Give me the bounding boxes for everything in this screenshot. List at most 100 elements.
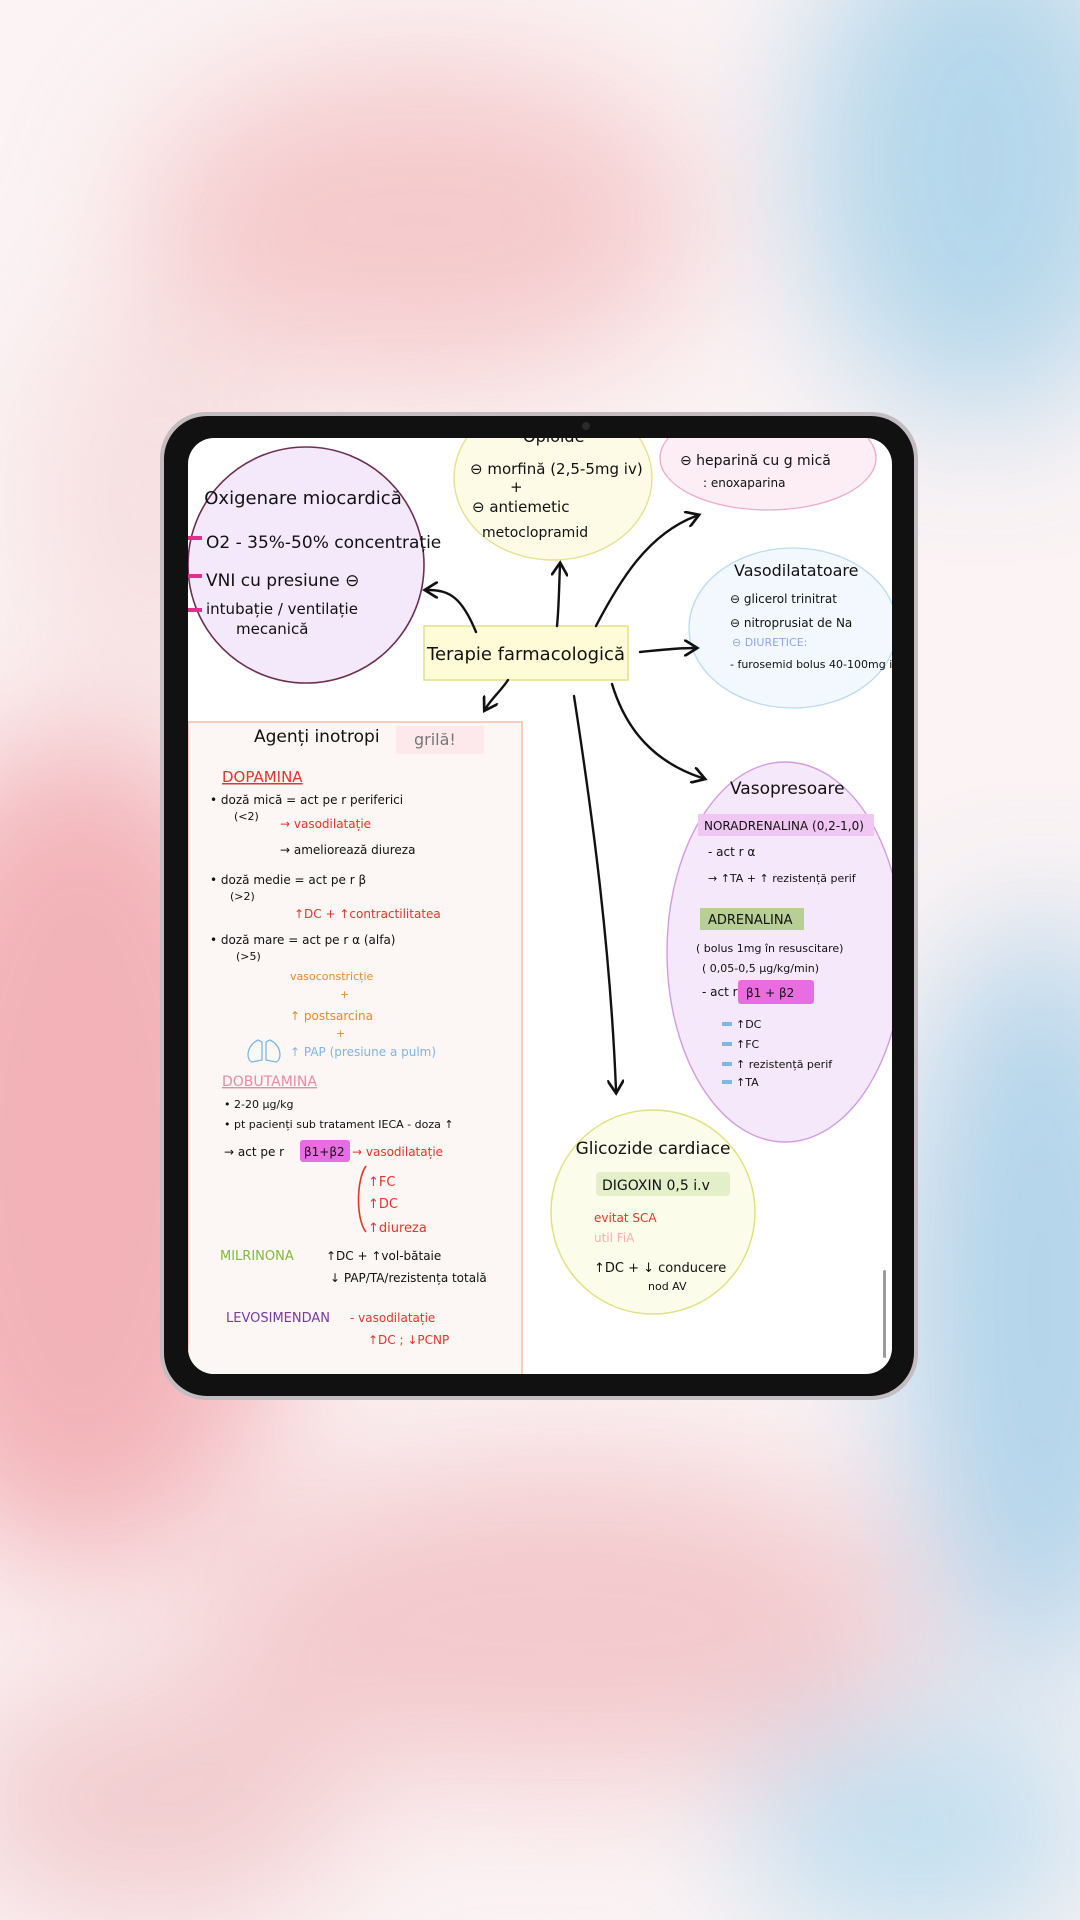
inotropes-panel: Agenți inotropi grilă! DOPAMINA • doză m… (188, 721, 523, 1374)
glycosides-title: Glicozide cardiace (576, 1139, 731, 1159)
camera-dot (582, 422, 590, 430)
vasodilator-line: - furosemid bolus 40-100mg iv (730, 658, 899, 671)
dopamine-line: + (336, 1027, 345, 1040)
arrow-to-opioids (557, 566, 560, 628)
heparin-line: ⊖ heparină cu g mică (680, 453, 831, 469)
milrinone-line: ↓ PAP/TA/rezistența totală (330, 1271, 487, 1285)
arrow-to-inotropes (486, 678, 510, 708)
noradrenaline-label: NORADRENALINA (0,2-1,0) (704, 819, 864, 833)
connector-arrows (428, 516, 702, 1090)
beta-label: β1 + β2 (746, 986, 794, 1000)
dobutamine-line: ↑DC (368, 1197, 398, 1212)
oxygen-title: Oxigenare miocardică (204, 488, 401, 509)
glycosides-node: Glicozide cardiace DIGOXIN 0,5 i.v evita… (550, 1109, 756, 1315)
vasodilator-line: ⊖ nitroprusiat de Na (730, 616, 852, 630)
heparin-line: : enoxaparina (703, 476, 785, 490)
effect-bullet (722, 1042, 732, 1046)
dopamine-line: • doză mare = act pe r α (alfa) (210, 933, 395, 947)
adr-highlight (700, 908, 804, 930)
adrenaline-line: - act r (702, 985, 738, 999)
dobutamine-line: β1+β2 (304, 1145, 345, 1159)
noradrenaline-line: - act r α (708, 845, 755, 859)
dobutamine-line: → vasodilatație (352, 1145, 443, 1159)
vasopressor-effect: ↑DC (736, 1018, 762, 1031)
dopamine-line: (>2) (230, 890, 255, 903)
adrenaline-line: ( 0,05-0,5 µg/kg/min) (702, 962, 819, 975)
center-node: Terapie farmacologică (423, 625, 629, 681)
opioid-line: ⊖ morfină (2,5-5mg iv) (470, 460, 643, 478)
vasopressor-effect: ↑ rezistență perif (736, 1058, 833, 1071)
oxygen-item: O2 - 35%-50% concentrație (206, 533, 441, 553)
glycoside-line: ↑DC + ↓ conducere (594, 1261, 726, 1276)
effect-bullet (722, 1080, 732, 1084)
beta-highlight (300, 1140, 350, 1162)
inotropes-title: Agenți inotropi (254, 727, 380, 747)
oxygen-item: VNI cu presiune ⊖ (206, 571, 359, 591)
dopamine-line: → ameliorează diureza (280, 843, 415, 857)
beta-highlight (738, 980, 814, 1004)
dopamine-line: ↑ postsarcina (290, 1009, 373, 1023)
opioids-title: Opioide (523, 427, 584, 446)
opioid-line: ⊖ antiemetic (472, 498, 569, 516)
opioid-line: metoclopramid (482, 525, 588, 541)
dobutamine-line: ↑diureza (368, 1221, 427, 1236)
brace-mark (357, 1165, 367, 1233)
arrow-to-vasopressors (610, 682, 702, 778)
dobutamine-line: ↑FC (368, 1175, 395, 1190)
heparin-node: ⊖ heparină cu g mică : enoxaparina (659, 438, 877, 511)
nor-highlight (698, 814, 874, 836)
vasopressor-effect: ↑TA (736, 1076, 759, 1089)
scrollbar[interactable] (883, 1270, 886, 1358)
dopamine-line: ↑ PAP (presiune a pulm) (290, 1045, 436, 1059)
dopamine-line: → vasodilatație (280, 817, 371, 831)
glycoside-line: nod AV (648, 1280, 687, 1293)
dopamine-line: + (340, 988, 349, 1001)
glycoside-line: util FiA (594, 1231, 635, 1245)
opioids-node: Opioide ⊖ morfină (2,5-5mg iv) + ⊖ antie… (453, 427, 653, 561)
dopamine-heading: DOPAMINA (222, 768, 303, 786)
milrinone-heading: MILRINONA (220, 1249, 294, 1264)
vasodilators-title: Vasodilatatoare (734, 561, 859, 580)
vasodilators-node: Vasodilatatoare ⊖ glicerol trinitrat ⊖ n… (688, 547, 899, 709)
dopamine-line: • doză medie = act pe r β (210, 873, 366, 887)
dopamine-line: (>5) (236, 950, 261, 963)
lungs-icon (247, 1039, 281, 1063)
adrenaline-label: ADRENALINA (708, 913, 793, 928)
bullet-mark (188, 574, 202, 578)
bullet-mark (188, 608, 202, 612)
vasopressors-title: Vasopresoare (730, 779, 845, 799)
dopamine-line: (<2) (234, 810, 259, 823)
milrinone-line: ↑DC + ↑vol-bătaie (326, 1249, 441, 1263)
arrow-to-glycosides (572, 694, 616, 1090)
grila-tag (396, 726, 484, 754)
oxygen-item: mecanică (236, 620, 308, 638)
digoxin-highlight (596, 1172, 730, 1196)
glycoside-line: evitat SCA (594, 1211, 657, 1225)
dopamine-line: ↑DC + ↑contractilitatea (294, 907, 441, 921)
bullet-mark (188, 536, 202, 540)
effect-bullet (722, 1062, 732, 1066)
noradrenaline-line: → ↑TA + ↑ rezistență perif (708, 872, 857, 885)
levosimendan-line: - vasodilatație (350, 1311, 435, 1325)
effect-bullet (722, 1022, 732, 1026)
dobutamine-line: • pt pacienți sub tratament IECA - doza … (224, 1118, 454, 1131)
opioid-line: + (510, 478, 523, 496)
arrow-to-vasodilators (638, 648, 694, 652)
dobutamine-heading: DOBUTAMINA (222, 1074, 317, 1090)
grila-tag-label: grilă! (414, 730, 456, 749)
adrenaline-line: ( bolus 1mg în resuscitare) (696, 942, 843, 955)
levosimendan-heading: LEVOSIMENDAN (226, 1311, 330, 1326)
oxygen-item: intubație / ventilație (206, 600, 358, 618)
vasopressor-effect: ↑FC (736, 1038, 760, 1051)
digoxin-label: DIGOXIN 0,5 i.v (602, 1178, 710, 1194)
dobutamine-line: • 2-20 µg/kg (224, 1098, 294, 1111)
vasodilator-line: ⊖ DIURETICE: (732, 636, 807, 649)
arrow-to-heparin (594, 516, 696, 628)
dopamine-line: vasoconstricție (290, 970, 374, 983)
dobutamine-line: → act pe r (224, 1145, 284, 1159)
center-title: Terapie farmacologică (426, 644, 625, 665)
dopamine-line: • doză mică = act pe r periferici (210, 793, 403, 807)
oxygen-node: Oxigenare miocardică O2 - 35%-50% concen… (188, 446, 441, 684)
vasopressors-node: Vasopresoare NORADRENALINA (0,2-1,0) - a… (666, 761, 892, 1143)
